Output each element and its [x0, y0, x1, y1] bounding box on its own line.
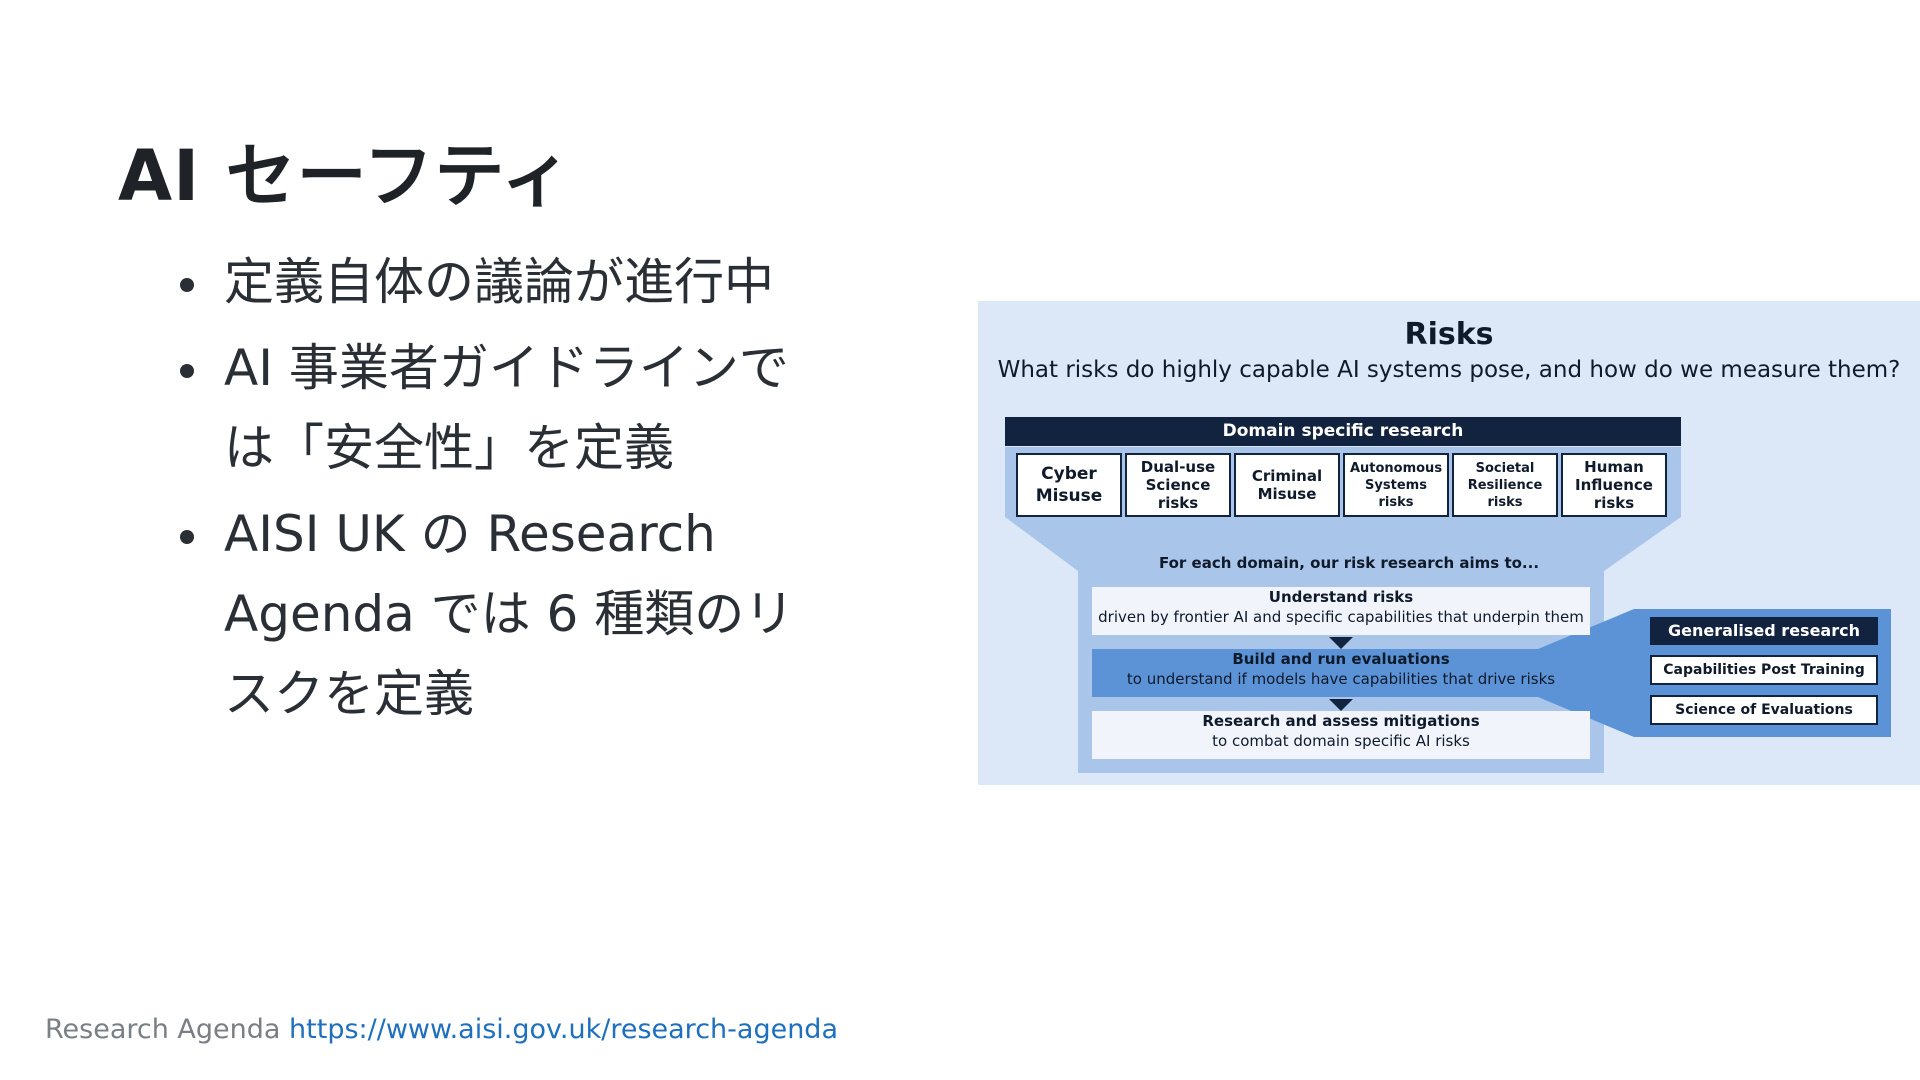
bullet-item: AI 事業者ガイドラインでは「安全性」を定義 — [178, 328, 838, 488]
domain-box-human-influence: Human Influence risks — [1561, 453, 1667, 517]
generalised-item: Capabilities Post Training — [1650, 655, 1878, 685]
risks-figure: Risks What risks do highly capable AI sy… — [978, 301, 1920, 785]
domain-box-criminal: Criminal Misuse — [1234, 453, 1340, 517]
slide-title: AI セーフティ — [118, 135, 573, 217]
step-understand-risks: Understand risks driven by frontier AI a… — [1092, 587, 1590, 635]
generalised-header: Generalised research — [1650, 617, 1878, 645]
research-agenda-link[interactable]: https://www.aisi.gov.uk/research-agenda — [289, 1014, 838, 1045]
down-arrow-icon — [1329, 637, 1353, 649]
step-detail: driven by frontier AI and specific capab… — [1098, 608, 1584, 626]
bullet-item: 定義自体の議論が進行中 — [178, 242, 838, 322]
bullet-item: AISI UK の Research Agenda では 6 種類のリスクを定義 — [178, 494, 838, 734]
step-detail: to combat domain specific AI risks — [1212, 732, 1470, 750]
footer-label: Research Agenda — [45, 1014, 281, 1045]
aims-label: For each domain, our risk research aims … — [1158, 554, 1540, 572]
domain-box-societal: Societal Resilience risks — [1452, 453, 1558, 517]
domain-box-dual-use: Dual-use Science risks — [1125, 453, 1231, 517]
domain-box-autonomous: Autonomous Systems risks — [1343, 453, 1449, 517]
figure-title: Risks — [1404, 317, 1494, 352]
bullet-list: 定義自体の議論が進行中 AI 事業者ガイドラインでは「安全性」を定義 AISI … — [178, 242, 838, 740]
step-mitigations: Research and assess mitigations to comba… — [1092, 711, 1590, 759]
domain-box-cyber: Cyber Misuse — [1016, 453, 1122, 517]
step-title: Understand risks — [1268, 588, 1414, 606]
down-arrow-icon — [1329, 699, 1353, 711]
step-title: Build and run evaluations — [1232, 650, 1450, 668]
domain-header: Domain specific research — [1005, 417, 1681, 446]
step-build-evaluations: Build and run evaluations to understand … — [1092, 649, 1590, 697]
footer-reference: Research Agenda https://www.aisi.gov.uk/… — [45, 1014, 838, 1045]
step-title: Research and assess mitigations — [1202, 712, 1480, 730]
figure-subtitle: What risks do highly capable AI systems … — [997, 357, 1901, 383]
step-detail: to understand if models have capabilitie… — [1126, 670, 1556, 688]
generalised-item: Science of Evaluations — [1650, 695, 1878, 725]
